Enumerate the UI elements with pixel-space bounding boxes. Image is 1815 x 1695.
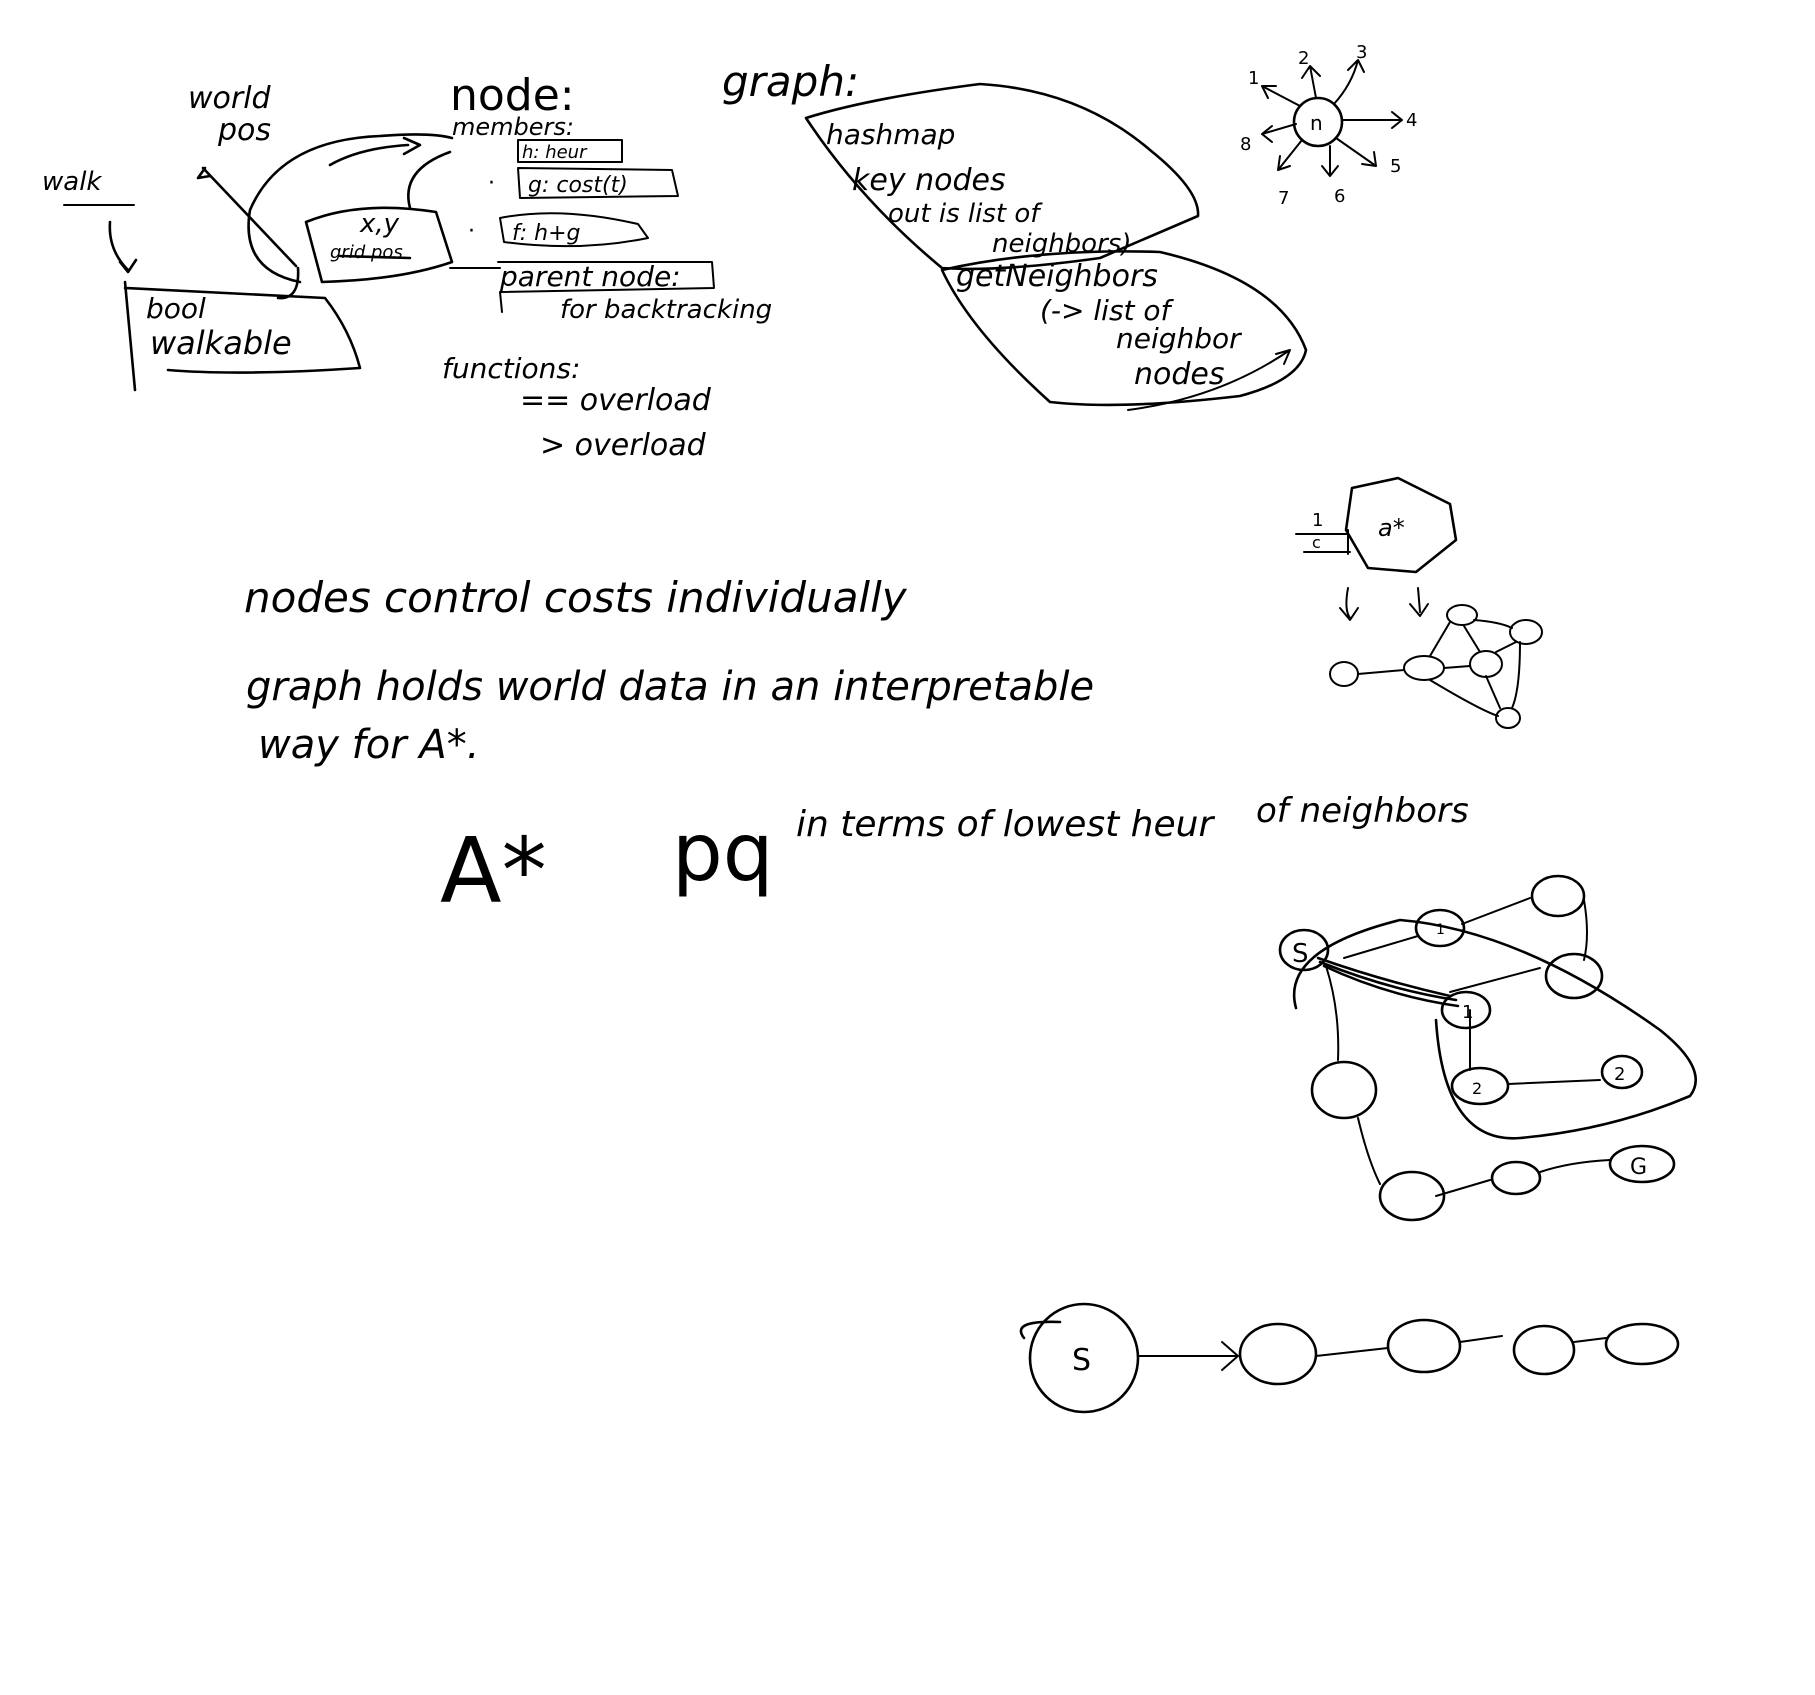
note-2: graph holds world data in an interpretab… (246, 664, 1094, 710)
func-gt: > overload (540, 428, 707, 463)
xy-grid-box: x,y grid pos (304, 206, 454, 284)
svg-text:neighbor: neighbor (1116, 322, 1242, 355)
hashmap-box: hashmap key nodes out is list of neighbo… (804, 82, 1200, 271)
of-neighbors-text: of neighbors (1256, 791, 1469, 831)
big-label-3: 2 (1472, 1079, 1482, 1098)
lowest-heur-text: in terms of lowest heur (796, 804, 1215, 845)
dot-2: · (488, 171, 495, 196)
astar-node-label: a* (1378, 514, 1405, 542)
note-3: way for A*. (258, 722, 479, 768)
svg-text:out is list of: out is list of (888, 199, 1043, 229)
path-start-label: S (1072, 1343, 1091, 1378)
members-arrow (328, 136, 422, 167)
walkable-text: walkable (150, 324, 292, 362)
grid-pos-label: grid pos (330, 242, 403, 263)
compass-dir-3: 3 (1356, 42, 1367, 63)
svg-text:getNeighbors: getNeighbors (956, 259, 1158, 294)
svg-text:key nodes: key nodes (852, 163, 1006, 198)
get-neighbors-box: getNeighbors (-> list of neighbor nodes (940, 250, 1308, 411)
compass-dir-7: 7 (1278, 188, 1289, 209)
fraction-top: 1 (1312, 510, 1323, 531)
big-label-1: 1 (1436, 922, 1445, 938)
pq-big: pq (672, 806, 774, 899)
svg-text:(-> list of: (-> list of (1040, 294, 1175, 327)
loop-to-walkable (276, 266, 300, 300)
big-label-2: 1 (1462, 1002, 1473, 1023)
big-start-label: S (1292, 939, 1309, 969)
walk-arrow (108, 220, 138, 274)
walk-label: walk (42, 167, 102, 197)
neighbor-compass: n 1 2 3 4 5 6 7 8 (1240, 42, 1417, 209)
path-chain: S (1019, 1302, 1680, 1414)
members-label: members: (452, 113, 574, 141)
loop-world-to-xy (247, 133, 454, 284)
svg-text:f: h+g: f: h+g (512, 221, 581, 246)
f-member: f: h+g (499, 212, 649, 248)
svg-text:nodes: nodes (1134, 357, 1225, 392)
compass-center: n (1310, 111, 1323, 135)
walkable-box: bool walkable (123, 280, 362, 392)
compass-dir-8: 8 (1240, 134, 1251, 155)
func-eq: == overload (520, 383, 712, 418)
node-title: node: (450, 70, 575, 121)
graph-title: graph: (722, 57, 859, 106)
svg-text:hashmap: hashmap (826, 118, 955, 151)
svg-text:g: cost(t): g: cost(t) (528, 173, 628, 198)
compass-dir-5: 5 (1390, 156, 1401, 177)
compass-dir-6: 6 (1334, 186, 1345, 207)
pos-label: pos (217, 113, 271, 148)
big-label-4: 2 (1614, 1064, 1625, 1085)
walkable-bool: bool (146, 292, 206, 325)
parent-member: parent node: for backtracking (497, 260, 772, 325)
fraction-bottom: c (1312, 533, 1321, 552)
g-member: g: cost(t) (517, 167, 679, 199)
small-graph: a* 1 c (1295, 476, 1543, 729)
parent-note: for backtracking (560, 295, 772, 325)
xy-label: x,y (359, 209, 400, 239)
world-label: world (188, 81, 272, 116)
big-goal-label: G (1630, 1155, 1647, 1180)
dot-1: · (468, 219, 475, 244)
loop-xy-to-members (407, 150, 452, 210)
svg-text:h: heur: h: heur (522, 142, 588, 163)
compass-dir-2: 2 (1298, 48, 1309, 69)
functions-label: functions: (442, 352, 580, 385)
svg-text:parent node:: parent node: (499, 260, 681, 293)
h-member: h: heur (517, 139, 623, 163)
compass-dir-4: 4 (1406, 110, 1417, 131)
astar-big: A* (440, 819, 547, 924)
big-graph: S 1 1 2 2 G (1278, 874, 1697, 1222)
note-1: nodes control costs individually (244, 573, 908, 622)
compass-dir-1: 1 (1248, 68, 1259, 89)
world-pos-arrow (196, 166, 298, 268)
